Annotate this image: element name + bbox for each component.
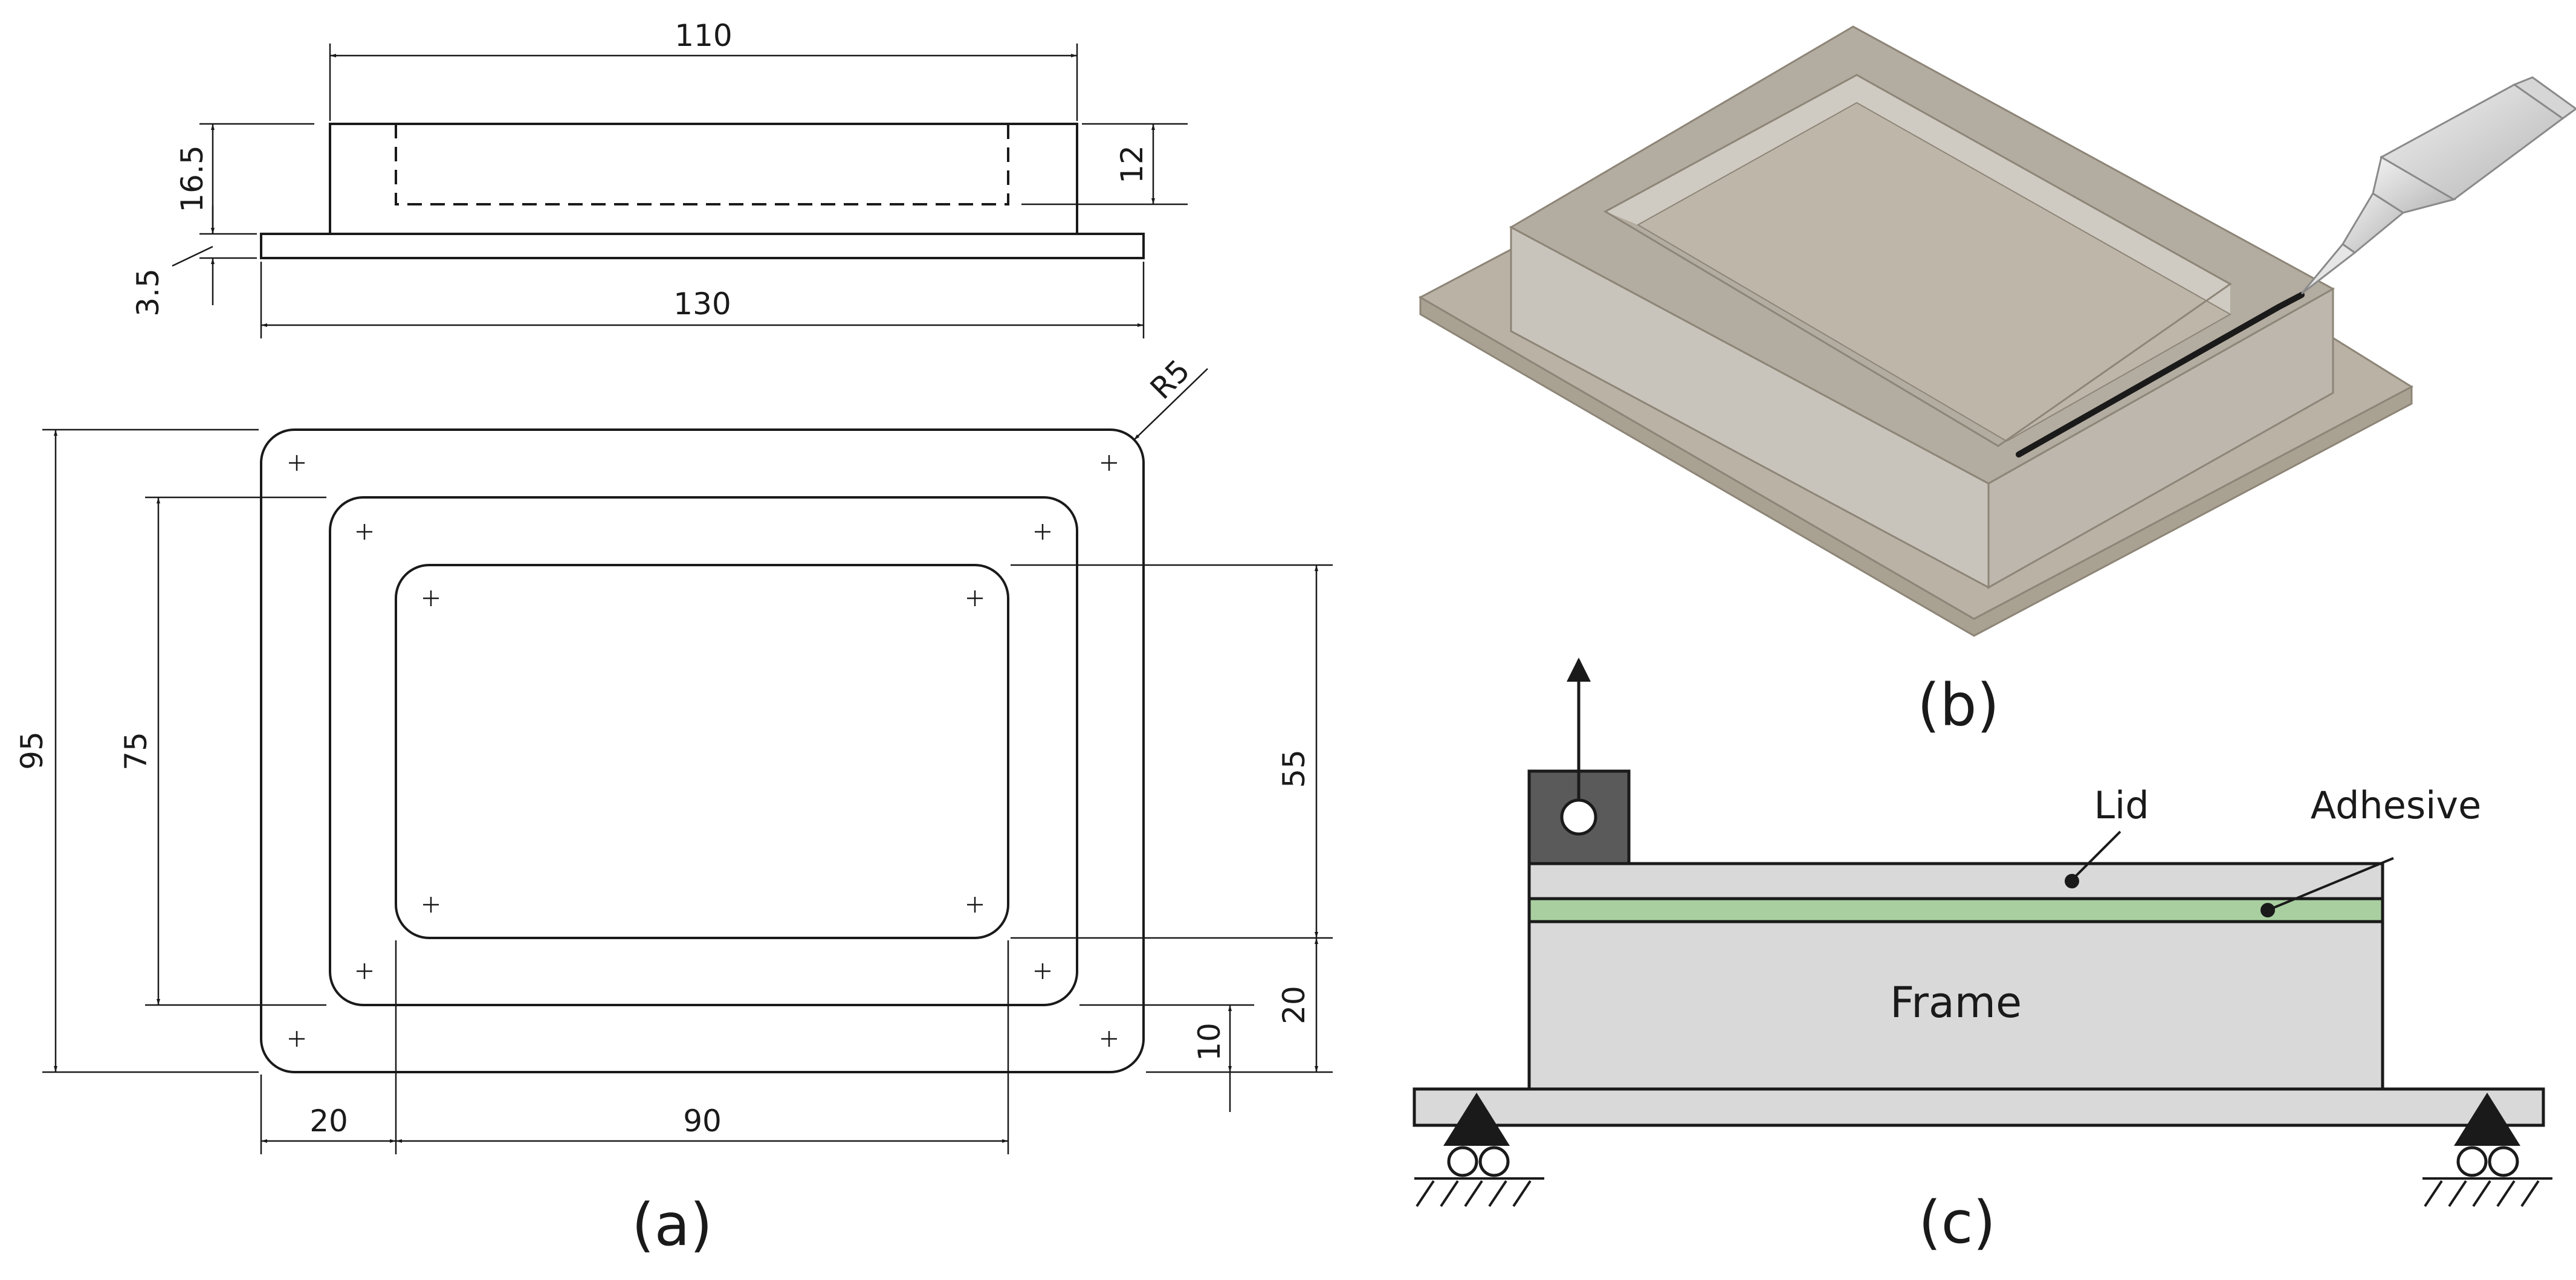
dim-130-label: 130 bbox=[673, 286, 731, 322]
test-base-plate bbox=[1413, 1087, 2545, 1127]
dim-90: 90 bbox=[396, 940, 1009, 1154]
dim-20-bottom-label: 20 bbox=[309, 1104, 348, 1139]
model-adhesive-bead bbox=[2016, 292, 2305, 457]
test-lid bbox=[1527, 862, 2384, 900]
top-frame-outer bbox=[329, 496, 1078, 1006]
right-roller-support bbox=[2422, 1093, 2552, 1207]
dim-95-label: 95 bbox=[15, 731, 50, 770]
dim-20-right: 20 bbox=[1146, 938, 1333, 1073]
dim-r5: R5 bbox=[1133, 353, 1208, 441]
lid-leader-dot bbox=[2065, 874, 2079, 888]
dim-55-label: 55 bbox=[1277, 749, 1312, 788]
caption-c: (c) bbox=[1918, 1189, 1996, 1256]
panel-b-3d-model: (b) bbox=[1418, 25, 2576, 739]
top-view bbox=[260, 428, 1145, 1073]
model-cavity-rim bbox=[1603, 74, 2232, 447]
dim-110-label: 110 bbox=[675, 18, 732, 53]
panel-c-test-setup: Frame Lid Adhesive bbox=[1413, 658, 2552, 1256]
adhesive-label: Adhesive bbox=[2311, 783, 2481, 827]
model-cavity-wall-back bbox=[1605, 75, 2230, 314]
dim-130: 130 bbox=[260, 262, 1145, 338]
dim-75: 75 bbox=[118, 496, 326, 1006]
side-base-plate bbox=[260, 233, 1145, 259]
caption-a: (a) bbox=[632, 1191, 713, 1259]
dim-3-5-label: 3.5 bbox=[131, 268, 166, 317]
test-adhesive-layer bbox=[1527, 897, 2384, 923]
model-cavity-floor bbox=[1636, 102, 2232, 442]
top-outer-plate bbox=[260, 428, 1145, 1073]
side-frame bbox=[329, 123, 1078, 235]
dim-75-label: 75 bbox=[118, 732, 154, 771]
side-view bbox=[260, 123, 1145, 259]
lid-leader bbox=[2071, 830, 2121, 881]
model-dispenser-nozzle bbox=[2300, 76, 2576, 295]
frame-label: Frame bbox=[1890, 978, 2022, 1027]
dim-110: 110 bbox=[329, 18, 1078, 121]
top-cavity bbox=[395, 564, 1009, 939]
side-hidden-cavity bbox=[395, 124, 1009, 205]
caption-b: (b) bbox=[1917, 671, 1999, 739]
dim-16-5: 16.5 bbox=[175, 123, 314, 235]
panel-a-engineering-drawing: 110 16.5 12 3.5 130 bbox=[15, 18, 1333, 1259]
dim-12-label: 12 bbox=[1115, 145, 1150, 184]
adhesive-leader-dot bbox=[2260, 903, 2275, 917]
dim-90-label: 90 bbox=[683, 1104, 722, 1139]
dim-10-label: 10 bbox=[1192, 1023, 1227, 1061]
dim-20-bottom: 20 bbox=[260, 940, 397, 1154]
clamp-pin bbox=[1560, 798, 1597, 836]
dim-3-5: 3.5 bbox=[131, 205, 257, 317]
dim-20-right-label: 20 bbox=[1277, 986, 1312, 1024]
dim-r5-label: R5 bbox=[1144, 353, 1197, 406]
dim-16-5-label: 16.5 bbox=[175, 145, 210, 212]
dim-55: 55 bbox=[1011, 564, 1333, 939]
dim-95: 95 bbox=[15, 428, 259, 1073]
dim-10: 10 bbox=[1079, 1004, 1254, 1112]
adhesive-leader bbox=[2267, 857, 2394, 911]
corner-markers bbox=[289, 455, 1117, 1047]
left-roller-support bbox=[1414, 1093, 1544, 1207]
lid-label: Lid bbox=[2094, 783, 2149, 827]
test-frame-block bbox=[1527, 920, 2384, 1091]
dim-12: 12 bbox=[1021, 123, 1188, 205]
